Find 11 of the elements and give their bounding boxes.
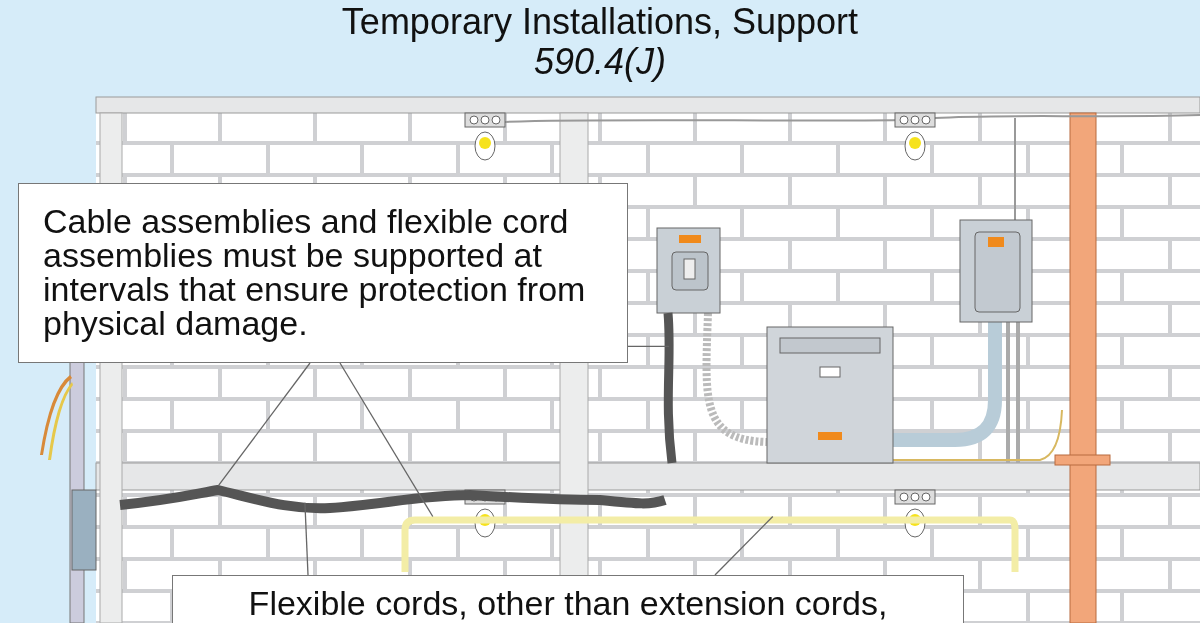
code-reference: 590.4(J) bbox=[532, 42, 668, 82]
callout-text: Cable assemblies and flexible cord assemblies must be supported at intervals that ensure protection from physical damage. bbox=[43, 204, 587, 340]
cable bbox=[663, 312, 677, 464]
leader-line bbox=[218, 362, 311, 486]
leader-line bbox=[304, 502, 309, 576]
flexible-cord bbox=[119, 485, 667, 514]
callout-text: Flexible cords, other than extension cords, bbox=[247, 586, 889, 620]
callout-box bbox=[18, 183, 628, 363]
leader-line bbox=[627, 345, 670, 348]
title: Temporary Installations, Support bbox=[340, 2, 860, 42]
leader-line bbox=[714, 515, 774, 576]
